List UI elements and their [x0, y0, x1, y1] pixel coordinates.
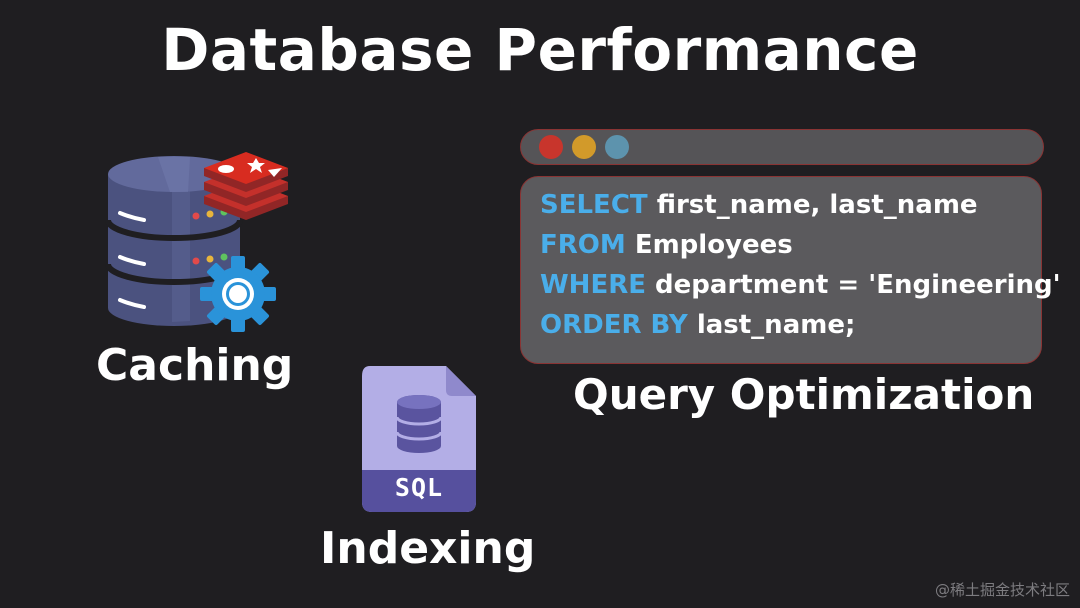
sql-text: Employees: [625, 230, 793, 260]
code-window-titlebar: [520, 129, 1044, 165]
sql-file-badge: SQL: [394, 473, 444, 502]
sql-text: last_name;: [687, 310, 856, 340]
query-optimization-label: Query Optimization: [573, 370, 1035, 419]
caching-label: Caching: [96, 340, 294, 391]
sql-text: department = 'Engineering': [645, 270, 1061, 300]
code-line: WHERE department = 'Engineering': [540, 265, 1061, 305]
blue-dot: [605, 135, 629, 159]
code-line: FROM Employees: [540, 225, 1041, 265]
code-line: ORDER BY last_name;: [540, 305, 1041, 345]
redis-logo-icon: [204, 152, 288, 220]
caching-illustration: [105, 152, 288, 332]
sql-text: first_name, last_name: [647, 190, 978, 220]
red-dot: [539, 135, 563, 159]
sql-keyword: ORDER BY: [540, 310, 688, 340]
gear-icon: [200, 256, 276, 332]
sql-code-panel: SELECT first_name, last_name FROM Employ…: [520, 176, 1061, 364]
page-title: Database Performance: [161, 16, 919, 84]
watermark: @稀土掘金技术社区: [934, 581, 1070, 599]
yellow-dot: [572, 135, 596, 159]
database-icon: [105, 156, 243, 326]
sql-keyword: WHERE: [540, 270, 646, 300]
sql-keyword: SELECT: [540, 190, 648, 220]
sql-keyword: FROM: [540, 230, 626, 260]
code-line: SELECT first_name, last_name: [540, 185, 1041, 225]
indexing-label: Indexing: [320, 523, 536, 574]
sql-file-icon: SQL: [356, 360, 482, 516]
